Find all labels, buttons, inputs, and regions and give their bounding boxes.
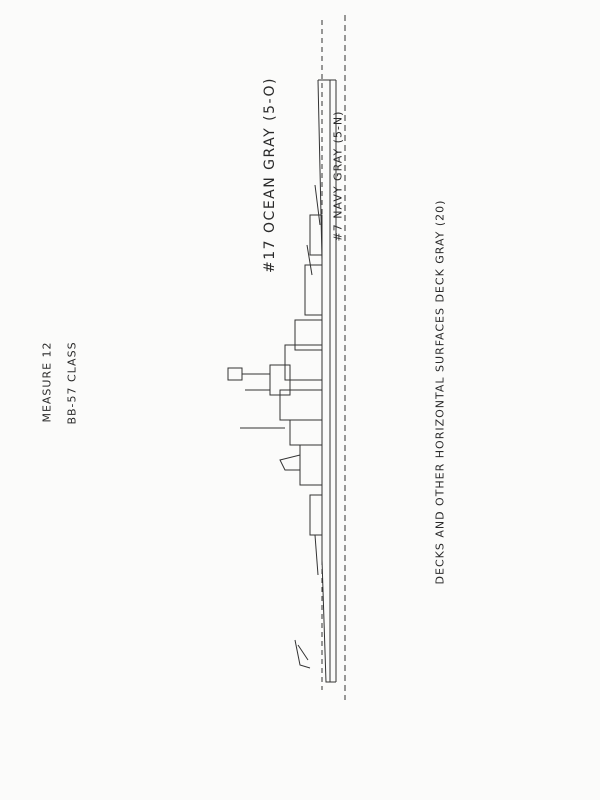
measure-title: MEASURE 12 <box>40 341 54 423</box>
ocean-gray-label: #17 OCEAN GRAY (5-O) <box>262 77 278 273</box>
class-title: BB-57 CLASS <box>65 341 79 425</box>
deck-gray-label: DECKS AND OTHER HORIZONTAL SURFACES DECK… <box>433 199 447 585</box>
hull-outline <box>317 79 336 683</box>
navy-gray-label: #7 NAVY GRAY (5-N) <box>331 110 345 242</box>
